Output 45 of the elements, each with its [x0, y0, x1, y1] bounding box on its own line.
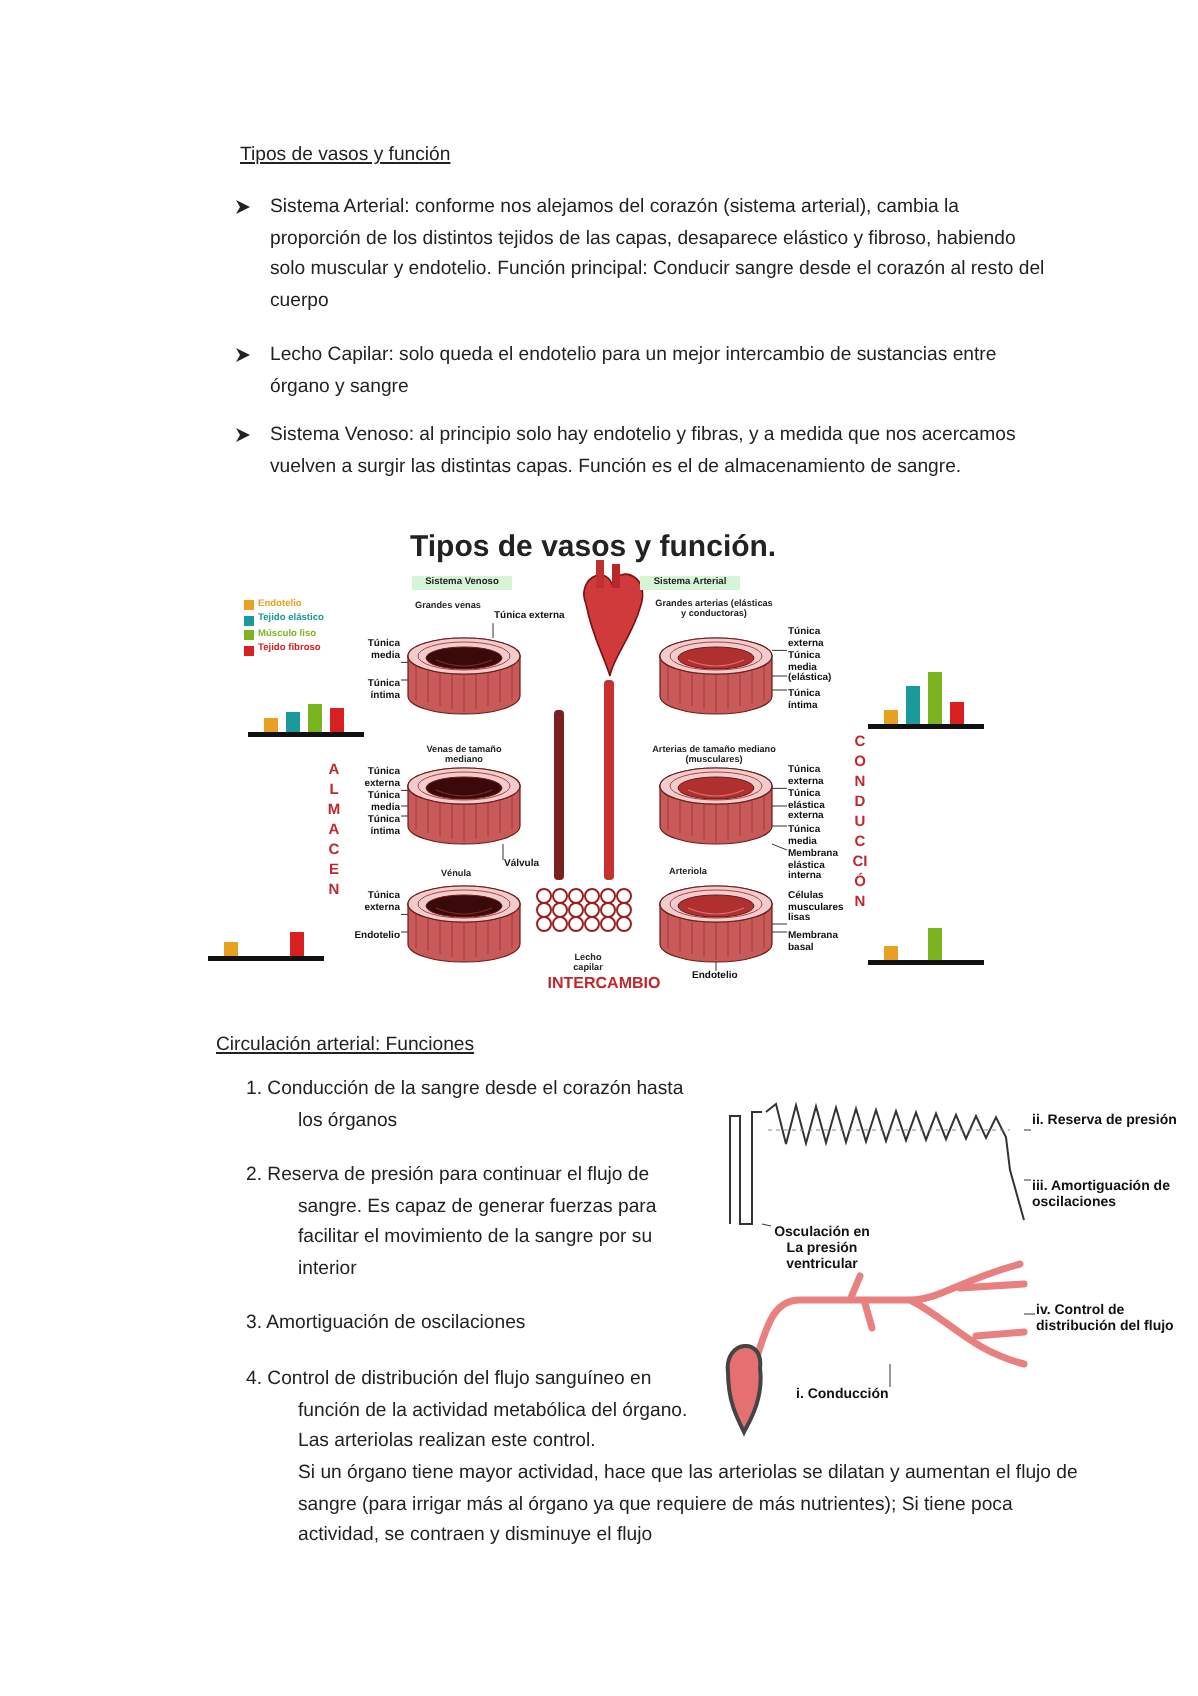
- vessel-cross-section-drawing: [407, 885, 521, 963]
- bullet-paragraph: Sistema Arterial: conforme nos alejamos del corazón (sistema arterial), cambia la proporción de los distintos tejidos de las capas, desaparece elástico y fibroso, habiendo solo muscular y endotelio. Función principal: Conducir sangre desde el corazón al resto del cuerpo: [270, 194, 1047, 315]
- leader-line: [761, 1223, 772, 1227]
- vessel-cross-section-drawing: [407, 637, 521, 715]
- leader-line: [771, 805, 788, 807]
- list-item: 3. Amortiguación de oscilaciones: [246, 1310, 528, 1338]
- leader-line: [771, 675, 788, 677]
- vessel-cross-section-drawing: [659, 637, 773, 715]
- figure-title: Tipos de vasos y función.: [410, 530, 779, 566]
- pressure-loop-drawing: [729, 1111, 763, 1225]
- leader-line: [771, 923, 788, 925]
- bullet-paragraph: Sistema Venoso: al principio solo hay endotelio y fibras, y a medida que nos acercamos vuelven a surgir las distintas capas. Función es el de almacenamiento de sangre.: [270, 422, 1018, 481]
- leader-line: [771, 787, 788, 789]
- leader-line: [889, 1363, 891, 1388]
- vessel-cross-section-drawing: [407, 767, 521, 845]
- vessel-cross-section-drawing: [659, 767, 773, 845]
- leader-line: [400, 931, 409, 933]
- note-paragraph: Si un órgano tiene mayor actividad, hace que las arteriolas se dilatan y aumentan el flujo de sangre (para irrigar más al órgano ya que requiere de más nutrientes); Si tiene poca actividad, se contraen y disminuye el flujo: [298, 1460, 1078, 1550]
- leader-line: [715, 961, 717, 972]
- leader-line: [771, 843, 788, 851]
- leader-line: [1023, 1179, 1032, 1181]
- leader-line: [400, 913, 409, 915]
- leader-line: [400, 679, 409, 681]
- leader-line: [400, 815, 409, 817]
- arterial-tree-drawing: [752, 1260, 1028, 1368]
- leader-line: [492, 622, 494, 639]
- page-heading: Tipos de vasos y función: [240, 142, 451, 170]
- leader-line: [771, 689, 788, 691]
- leader-line: [400, 805, 409, 807]
- list-item: 1. Conducción de la sangre desde el corazón hasta los órganos: [246, 1076, 686, 1135]
- section-caption: INTERCAMBIO: [545, 974, 663, 994]
- list-item: 4. Control de distribución del flujo sanguíneo en función de la actividad metabólica del órgano. Las arteriolas realizan este control.: [246, 1366, 690, 1456]
- leader-line: [771, 649, 788, 651]
- leader-line: [771, 825, 788, 827]
- section-heading: Circulación arterial: Funciones: [216, 1032, 477, 1060]
- leader-line: [1023, 1129, 1032, 1131]
- list-item: 2. Reserva de presión para continuar el flujo de sangre. Es capaz de generar fuerzas para facilitar el movimiento de la sangre por su interior: [246, 1162, 659, 1283]
- leader-line: [400, 789, 409, 791]
- leader-line: [400, 661, 409, 663]
- leader-line: [502, 843, 504, 861]
- leader-line: [771, 931, 788, 933]
- vessel-cross-section-drawing: [659, 885, 773, 963]
- bullet-paragraph: Lecho Capilar: solo queda el endotelio para un mejor intercambio de sustancias entre órgano y sangre: [270, 342, 999, 401]
- leader-line: [1023, 1313, 1036, 1315]
- pressure-wave-drawing: [765, 1101, 1025, 1221]
